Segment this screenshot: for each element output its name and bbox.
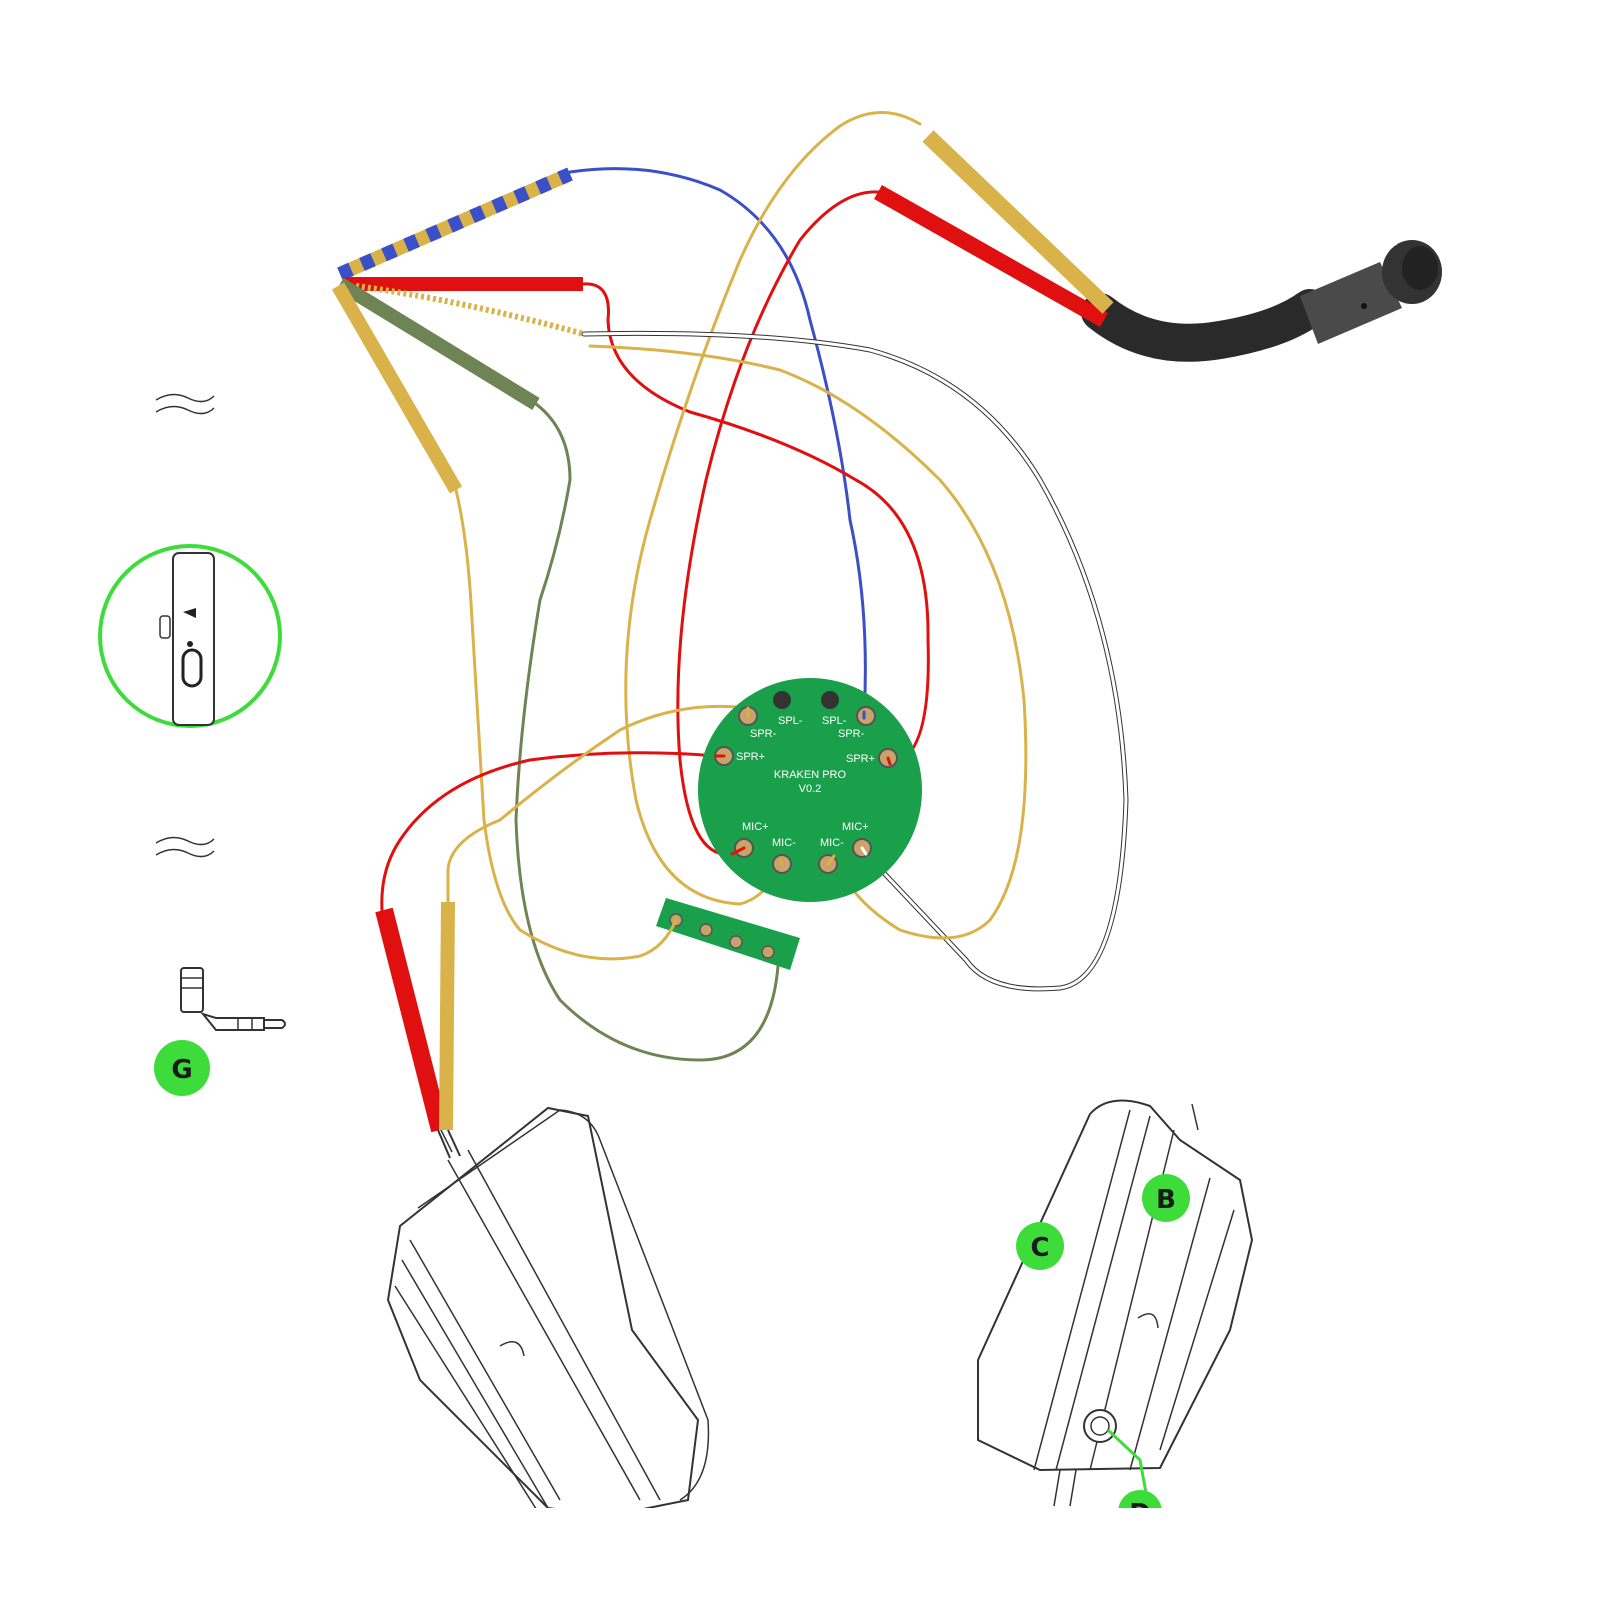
contact-strip xyxy=(656,898,800,970)
cable-break-mark xyxy=(155,393,215,403)
wire-red-left-sleeve xyxy=(375,907,449,1133)
inline-remote[interactable] xyxy=(98,544,282,728)
label-mic-minus-right: MIC- xyxy=(820,837,844,849)
wire-gold-left-cup xyxy=(446,704,750,904)
mic-indicator-icon xyxy=(187,641,193,647)
wire-blue xyxy=(568,167,867,720)
pad-spl-right-hole xyxy=(821,691,839,709)
right-ear-cup xyxy=(977,1099,1254,1507)
callout-d-leader xyxy=(1106,1428,1150,1505)
remote-body xyxy=(172,552,215,726)
mic-boom xyxy=(1081,240,1442,362)
label-mic-plus-left: MIC+ xyxy=(742,821,769,833)
audio-cable xyxy=(155,227,332,960)
label-spl-left: SPL- xyxy=(778,715,803,727)
mic-mute-switch[interactable] xyxy=(181,648,203,688)
left-ear-cup xyxy=(386,1106,710,1518)
wire-gold-boom-sleeve xyxy=(922,130,1114,314)
volume-wheel[interactable] xyxy=(159,615,171,639)
label-spl-right: SPL- xyxy=(822,715,847,727)
volume-icon xyxy=(183,608,196,618)
wire-gold-left-sleeve xyxy=(331,282,463,494)
label-mic-plus-right: MIC+ xyxy=(842,821,869,833)
label-spr-plus-left: SPR+ xyxy=(736,751,765,763)
pcb-board: SPL- SPL- SPR- SPR- SPR+ SPR+ KRAKEN PRO… xyxy=(698,678,922,902)
wire-olive-sleeve xyxy=(336,278,540,410)
pad-spl-left-hole xyxy=(773,691,791,709)
wire-gold-left-cup-sleeve xyxy=(439,901,455,1131)
wire-gold-mic xyxy=(624,111,922,906)
wire-red-right xyxy=(581,282,930,766)
board-title: KRAKEN PRO xyxy=(774,769,847,781)
callout-b: B xyxy=(1142,1174,1190,1222)
wire-red-left xyxy=(380,751,718,912)
pad-connections xyxy=(714,706,892,866)
label-spr-minus-right: SPR- xyxy=(838,728,865,740)
wire-olive xyxy=(514,402,780,1062)
audio-jack xyxy=(180,967,286,1031)
callout-b-label: B xyxy=(1156,1185,1176,1215)
label-spr-plus-right: SPR+ xyxy=(846,753,875,765)
callout-c-label: C xyxy=(1030,1233,1049,1263)
callout-g: G xyxy=(154,1040,210,1096)
board-version: V0.2 xyxy=(799,783,822,795)
wire-gold-left xyxy=(454,488,678,961)
wires xyxy=(331,111,1129,1159)
callout-g-label: G xyxy=(171,1055,192,1085)
cable-break-mark xyxy=(155,836,215,846)
callout-c: C xyxy=(1016,1222,1064,1270)
wire-red-mic xyxy=(676,190,880,856)
wire-red-sleeve xyxy=(343,277,583,291)
label-mic-minus-left: MIC- xyxy=(772,837,796,849)
label-spr-minus-left: SPR- xyxy=(750,728,777,740)
wire-gold-right xyxy=(588,344,1028,940)
wire-red-boom-sleeve xyxy=(874,185,1108,327)
wire-white xyxy=(582,331,1128,991)
pad-spr-minus-right xyxy=(856,706,876,726)
